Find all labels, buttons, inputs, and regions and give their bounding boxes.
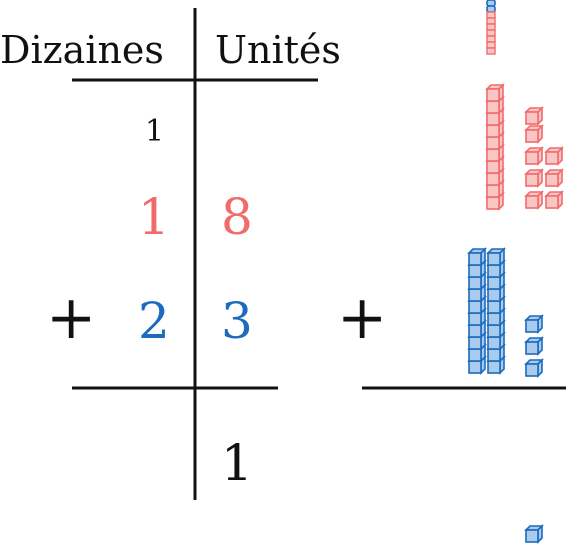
unit-cube bbox=[524, 168, 544, 188]
strip-cube-red bbox=[486, 23, 496, 31]
strip-cube-red bbox=[486, 29, 496, 37]
plus-sign-blocks: + bbox=[337, 283, 388, 353]
result-units: 1 bbox=[221, 434, 253, 492]
unit-cube bbox=[524, 190, 544, 210]
ten-rod bbox=[485, 83, 505, 211]
first-number-tens: 1 bbox=[138, 188, 170, 246]
unit-cube bbox=[544, 190, 564, 210]
carry-digit: 1 bbox=[145, 114, 165, 149]
strip-cube-red bbox=[486, 11, 496, 19]
strip-cube-blue bbox=[486, 5, 496, 13]
unit-cube bbox=[524, 146, 544, 166]
top-cube-strip bbox=[486, 0, 496, 55]
first-number-units: 8 bbox=[221, 188, 253, 246]
strip-cube-blue bbox=[486, 0, 496, 7]
unit-cube bbox=[524, 336, 544, 356]
unit-cube bbox=[524, 358, 544, 378]
unit-cube bbox=[544, 168, 564, 188]
second-number-tens: 2 bbox=[138, 292, 170, 350]
strip-cube-red bbox=[486, 41, 496, 49]
unit-cube bbox=[467, 247, 487, 267]
header-units: Unités bbox=[215, 28, 341, 72]
strip-cube-red bbox=[486, 35, 496, 43]
unit-cube bbox=[524, 106, 544, 126]
strip-cube-red bbox=[486, 17, 496, 25]
header-tens: Dizaines bbox=[0, 28, 164, 72]
unit-cube bbox=[524, 124, 544, 144]
unit-cube bbox=[485, 83, 505, 103]
unit-cube bbox=[544, 146, 564, 166]
ten-rod bbox=[486, 247, 506, 375]
ten-rod bbox=[467, 247, 487, 375]
unit-cube bbox=[486, 319, 506, 339]
plus-sign-table: + bbox=[46, 283, 97, 353]
second-number-units: 3 bbox=[221, 292, 253, 350]
unit-cube bbox=[524, 524, 544, 544]
unit-cube bbox=[524, 314, 544, 334]
unit-cube bbox=[486, 247, 506, 267]
strip-cube-red bbox=[486, 47, 496, 55]
